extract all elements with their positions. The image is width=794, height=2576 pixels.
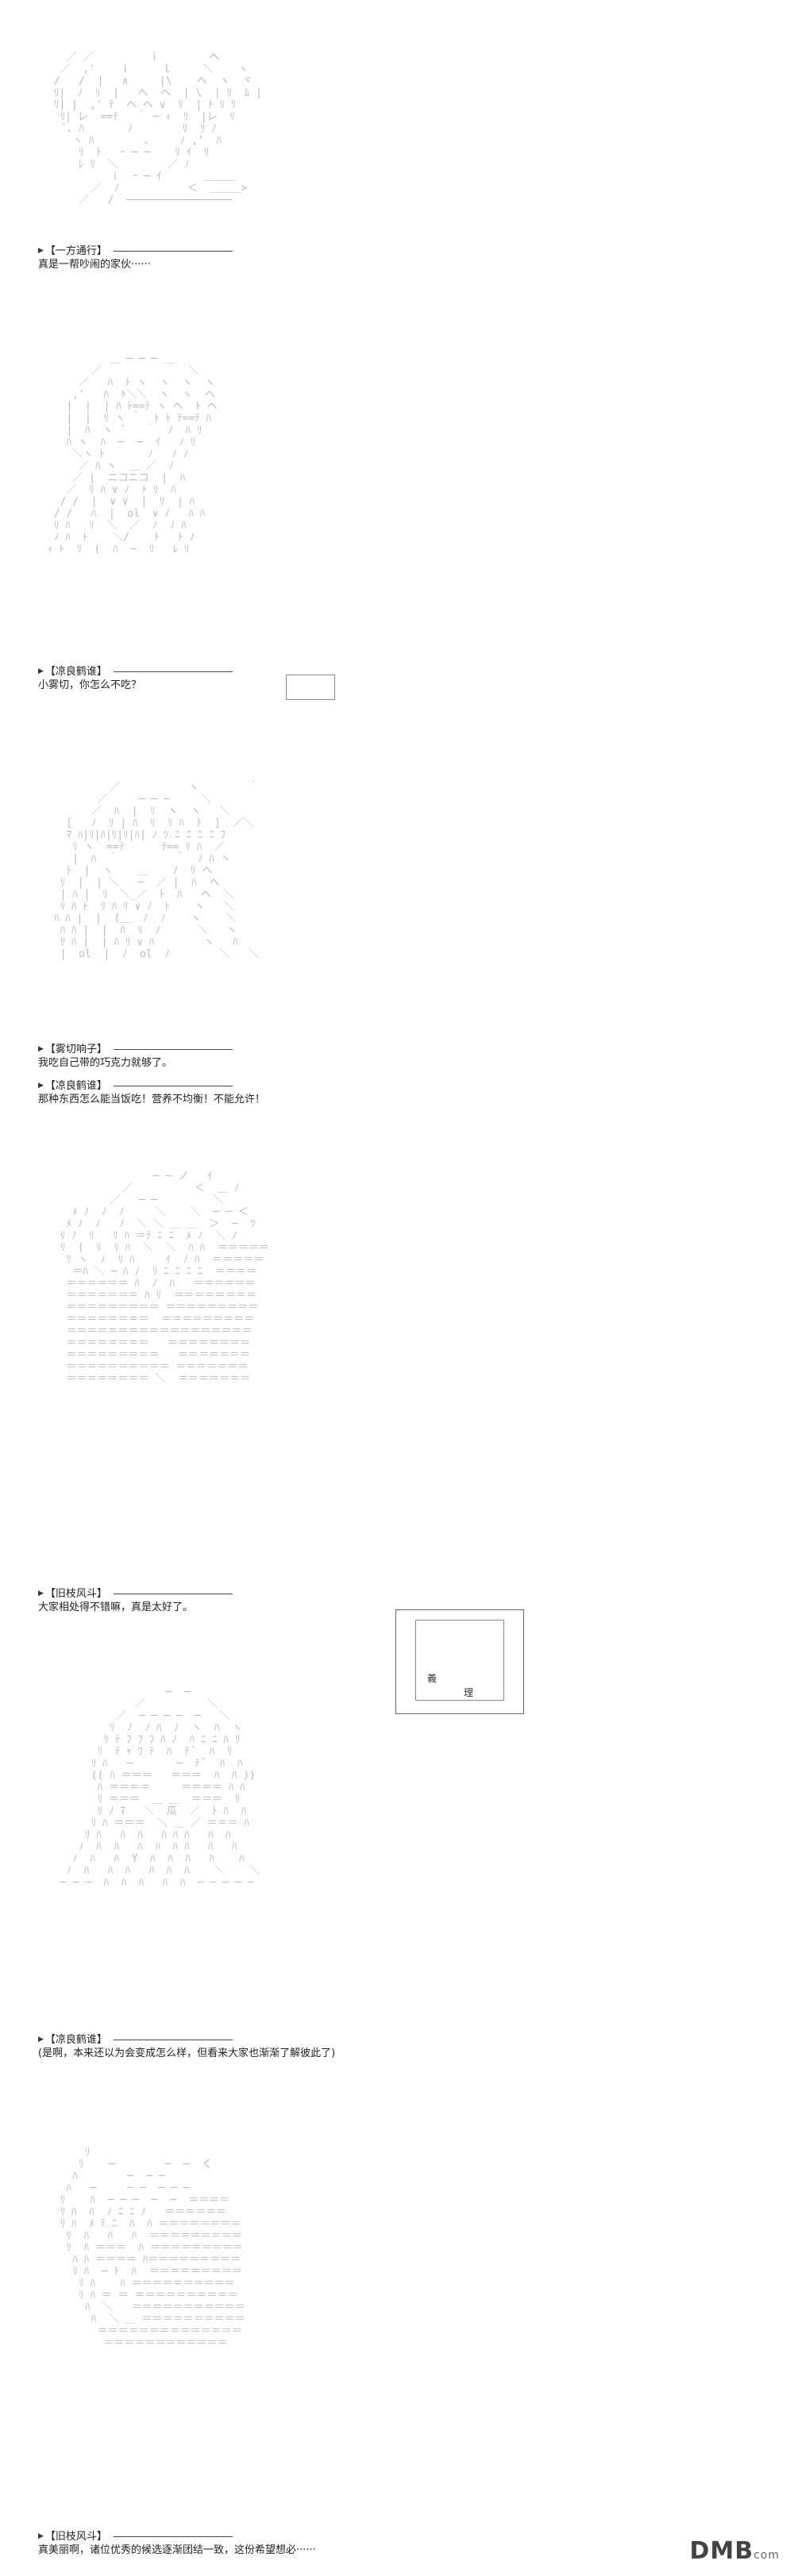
dialogue-line: 那种东西怎么能当饭吃！营养不均衡！不能允许！ [38,1094,266,1105]
caption-divider [113,251,233,252]
dialogue-line: 真美丽啊，诸位优秀的候选逐渐团结一致，这份希望想必······ [38,2544,316,2556]
panel-2: ＿ ─ ─ ─ ＿ ／ ＼ ／ ﾊ ﾄ ヽ ヽ ヽ ヽ ,' ﾊ ﾄ＼＼ ヽ ヽ… [0,333,794,706]
watermark-brand: DMB [689,2537,754,2565]
sign-board: 義 理 [395,1609,524,1714]
site-watermark-logo: DMBcom [689,2537,780,2565]
sign-char-1: 義 [427,1673,437,1684]
panel-5: ─ ─ ／ ＼ ／ ─ ─ ─ ─ ─ ＼ ﾘ ﾉ ﾉ ﾊ ﾉ ヽ ﾊ ヽ ﾘ … [0,1667,794,2079]
speaker-marker-icon: ▶ [38,1590,44,1598]
speaker-marker-icon: ▶ [38,247,44,255]
dialogue-caption: ▶ 【凉良鹤谁】 (是啊，本来还以为会变成怎么样，但看来大家也渐渐了解彼此了) [38,2033,483,2060]
dialogue-caption: ▶ 【凉良鹤谁】 小雾切，你怎么不吃？ [38,665,483,692]
cup-drawing [286,675,335,700]
dialogue-line: (是啊，本来还以为会变成怎么样，但看来大家也渐渐了解彼此了) [38,2047,336,2059]
caption-divider [113,1049,233,1050]
speaker-marker-icon: ▶ [38,2036,44,2043]
dialogue-caption: ▶ 【一方通行】 真是一帮吵闹的家伙······ [38,244,483,271]
caption-divider [113,671,233,672]
panel-6: ﾘ ﾘ ─ ─ ─ く ﾊ ─ ─ ─ ﾊ ─ ─ ─ ─ ─ ─ ﾘ ﾊ ─ … [0,2111,794,2576]
ascii-art-character: ─ ─ ／ ＼ ／ ─ ─ ─ ─ ─ ＼ ﾘ ﾉ ﾉ ﾊ ﾉ ヽ ﾊ ヽ ﾘ … [60,1686,260,1889]
sign-char-2: 理 [464,1687,474,1698]
speaker-name: 【凉良鹤谁】 [44,1080,107,1092]
dialogue-caption: ▶ 【旧枝风斗】 真美丽啊，诸位优秀的候选逐渐团结一致，这份希望想必······ [38,2530,483,2557]
speaker-marker-icon: ▶ [38,1045,44,1053]
speaker-marker-icon: ▶ [38,2532,44,2540]
speaker-name: 【一方通行】 [44,245,107,257]
dialogue-caption: ▶ 【雾切响子】 我吃自己带的巧克力就够了。 [38,1043,483,1070]
panel-1: ／ ／ ｉ ヘ ／ ,' ｉ ｌ ＼ ヽ / / | ∧ |\ ヘ ヽ ヾ ﾘ|… [0,0,794,271]
speaker-marker-icon: ▶ [38,1082,44,1090]
ascii-art-character: ／ ヽ ｀ ／ ─ ─ ─ ＼ ／ ﾊ | ﾘ ヽ ヽ ＼ [ ﾉ ﾘ | ﾊ … [53,782,259,960]
ascii-art-character: ＿ ─ ─ ─ ＿ ／ ＼ ／ ﾊ ﾄ ヽ ヽ ヽ ヽ ,' ﾊ ﾄ＼＼ ヽ ヽ… [48,353,218,556]
panel-3: ／ ヽ ｀ ／ ─ ─ ─ ＼ ／ ﾊ | ﾘ ヽ ヽ ＼ [ ﾉ ﾘ | ﾊ … [0,754,794,1714]
sign-inner-frame: 義 理 [415,1620,504,1701]
dialogue-line: 我吃自己带的巧克力就够了。 [38,1057,173,1069]
watermark-suffix: com [754,2549,780,2562]
panel-4: ─ ─ ノ ｲ ／ ＜ ＿ ﾉ ／ ─ ─ ＼ ﾒ ﾉ ﾉ ﾉ ＼ ＼ ─ ─ … [0,1151,794,1627]
speaker-name: 【雾切响子】 [44,1044,107,1055]
ascii-art-character: ─ ─ ノ ｲ ／ ＜ ＿ ﾉ ／ ─ ─ ＼ ﾒ ﾉ ﾉ ﾉ ＼ ＼ ─ ─ … [60,1171,269,1385]
dialogue-line: 小雾切，你怎么不吃？ [38,679,142,691]
speaker-name: 【凉良鹤谁】 [44,2034,107,2046]
dialogue-caption: ▶ 【旧枝风斗】 大家相处得不错嘛，真是太好了。 [38,1587,483,1614]
dialogue-line: 真是一帮吵闹的家伙······ [38,259,151,271]
speaker-name: 【旧枝风斗】 [44,1588,107,1600]
caption-divider [113,2536,233,2537]
dialogue-line: 大家相处得不错嘛，真是太好了。 [38,1601,194,1613]
speaker-name: 【旧枝风斗】 [44,2531,107,2543]
speaker-marker-icon: ▶ [38,667,44,675]
ascii-art-character: ／ ／ ｉ ヘ ／ ,' ｉ ｌ ＼ ヽ / / | ∧ |\ ヘ ヽ ヾ ﾘ|… [53,52,262,206]
speaker-name: 【凉良鹤谁】 [44,666,107,678]
ascii-art-character: ﾘ ﾘ ─ ─ ─ く ﾊ ─ ─ ─ ﾊ ─ ─ ─ ─ ─ ─ ﾘ ﾊ ─ … [60,2147,245,2349]
dialogue-caption: ▶ 【凉良鹤谁】 那种东西怎么能当饭吃！营养不均衡！不能允许！ [38,1079,483,1106]
